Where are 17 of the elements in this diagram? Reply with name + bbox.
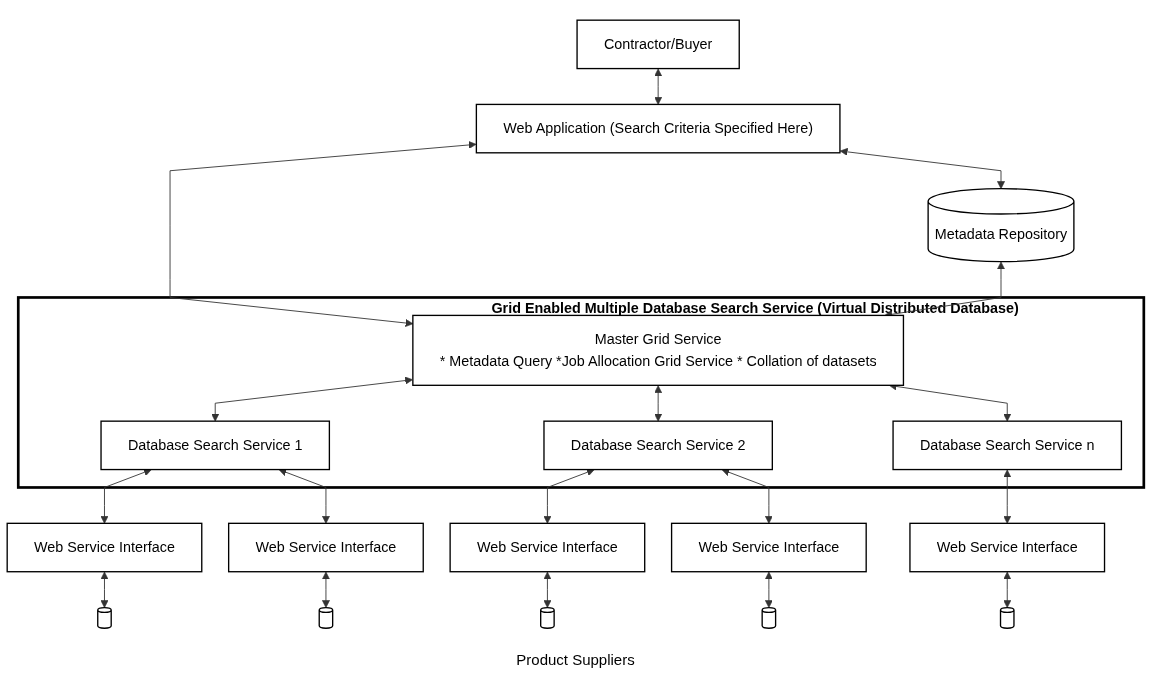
node-cylinder (540, 607, 555, 630)
node-box: Web Service Interface (909, 522, 1106, 573)
node-cylinder (761, 607, 777, 630)
node-box: Contractor/Buyer (576, 19, 740, 70)
node-box: Web Service Interface (228, 522, 424, 573)
node-cylinder (318, 607, 334, 630)
node-box: Web Service Interface (6, 522, 203, 573)
node-box: Master Grid Service * Metadata Query *Job Allocation Grid Service * Collation of datasets (412, 315, 905, 387)
node-cylinder (999, 607, 1015, 630)
node-cylinder (97, 607, 112, 630)
label-text: Product Suppliers (516, 651, 635, 668)
node-box: Database Search Service 1 (100, 420, 331, 471)
node-box: Database Search Service n (892, 420, 1123, 471)
node-box: Web Service Interface (449, 522, 646, 573)
node-box: Database Search Service 2 (543, 420, 773, 471)
node-box: Web Service Interface (670, 522, 867, 573)
node-box: Web Application (Search Criteria Specified Here) (475, 104, 841, 154)
